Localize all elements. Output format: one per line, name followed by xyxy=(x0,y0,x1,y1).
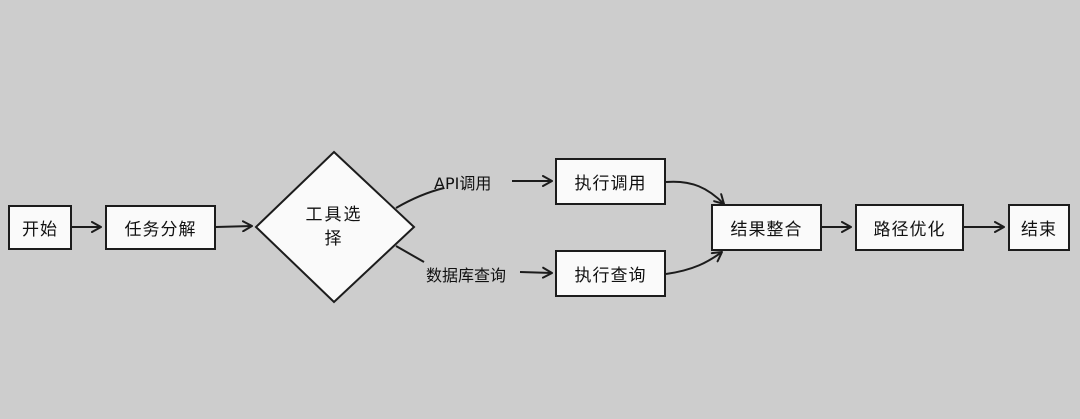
node-task-decompose: 任务分解 xyxy=(105,205,216,250)
node-exec-call-label: 执行调用 xyxy=(574,174,647,194)
node-end-label: 结束 xyxy=(1021,220,1057,240)
arrow-dbquery-to-execquery xyxy=(519,266,553,279)
node-merge-results-label: 结果整合 xyxy=(730,220,803,240)
edge-label-api-call: API调用 xyxy=(434,174,492,193)
edge-label-db-query: 数据库查询 xyxy=(426,266,507,285)
node-path-optimize-label: 路径优化 xyxy=(873,220,946,240)
node-end: 结束 xyxy=(1008,204,1070,251)
node-exec-query-label: 执行查询 xyxy=(574,266,647,286)
node-exec-query: 执行查询 xyxy=(555,250,666,297)
node-start-label: 开始 xyxy=(22,220,58,240)
arrow-toolselect-to-dbquery xyxy=(395,245,425,263)
arrow-execcall-to-merge xyxy=(665,180,725,205)
node-task-decompose-label: 任务分解 xyxy=(124,220,197,240)
node-merge-results: 结果整合 xyxy=(711,204,822,251)
arrow-toolselect-to-apicall xyxy=(395,187,445,209)
tool-select-diamond xyxy=(254,150,416,304)
node-exec-call: 执行调用 xyxy=(555,158,666,205)
node-start: 开始 xyxy=(8,205,72,250)
arrow-decompose-to-toolselect xyxy=(215,220,253,233)
arrow-execquery-to-merge xyxy=(665,251,723,275)
node-tool-select-label: 工具选择 xyxy=(305,205,363,249)
node-path-optimize: 路径优化 xyxy=(855,204,964,251)
